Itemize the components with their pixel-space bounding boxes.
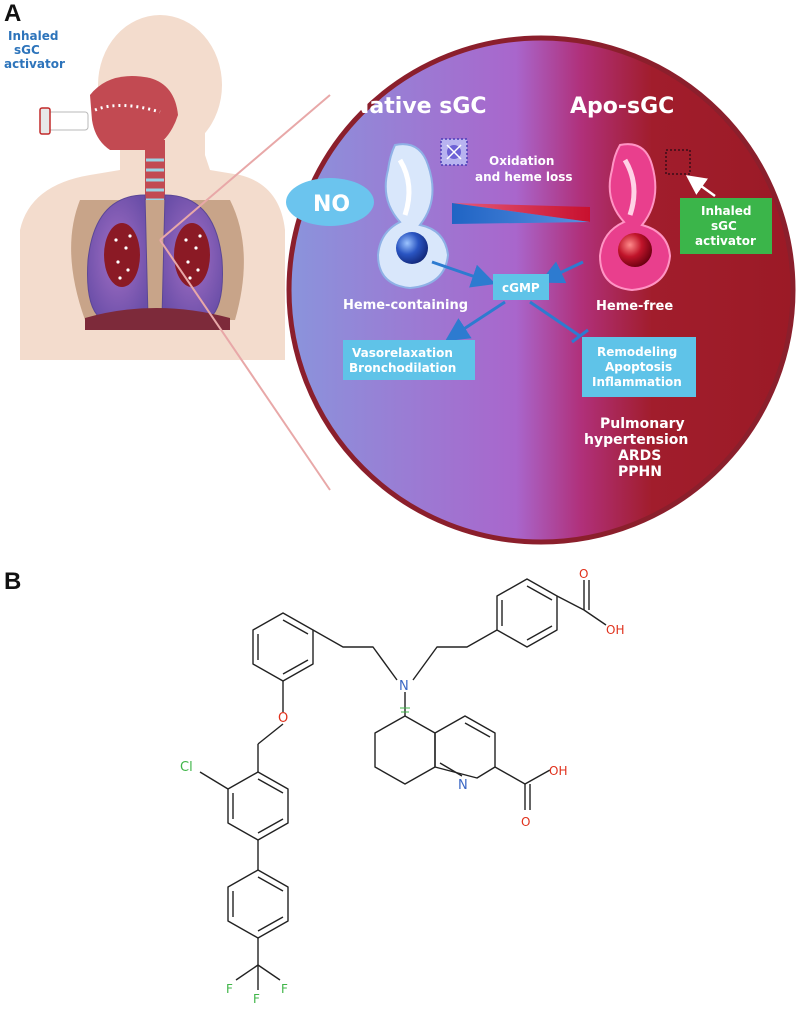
apo-sgc-protein: [598, 143, 716, 292]
oxidation-line1: Oxidation: [489, 154, 554, 168]
body-illustration: [20, 15, 331, 491]
atom-o-top: O: [579, 567, 588, 581]
oxidation-line2: and heme loss: [475, 170, 573, 184]
atom-cl: Cl: [180, 760, 193, 775]
apo-sgc-title: Apo-sGC: [570, 94, 674, 119]
atom-f-left: F: [226, 982, 233, 996]
activator-box-line1: Inhaled: [701, 204, 752, 218]
inhaler-label-line2: sGC: [14, 43, 40, 57]
native-sgc-title: Native sGC: [351, 94, 487, 119]
bronchodilation-label: Bronchodilation: [349, 361, 456, 375]
atom-oh-top: OH: [606, 623, 624, 637]
no-label: NO: [313, 192, 350, 217]
apoptosis-label: Apoptosis: [605, 360, 672, 374]
inflammation-label: Inflammation: [592, 375, 682, 389]
disease-line1: Pulmonary: [600, 416, 685, 432]
oxidation-icon: [440, 138, 468, 166]
native-sgc-protein: [376, 143, 450, 290]
chemical-structure-bonds: [199, 578, 607, 990]
cgmp-label: cGMP: [502, 281, 540, 295]
transition-wedge: [452, 203, 590, 224]
heme-containing-label: Heme-containing: [343, 298, 468, 313]
panel-b-letter: B: [4, 568, 22, 595]
activator-box: [680, 198, 772, 254]
cgmp-arrows: [431, 260, 589, 344]
atom-f-top: F: [253, 992, 260, 1006]
disease-line4: PPHN: [618, 464, 662, 480]
inhaler-label-line1: Inhaled: [8, 29, 59, 43]
vasorelaxation-box: [343, 340, 475, 380]
remodeling-label: Remodeling: [597, 345, 677, 359]
atom-n-pyridine: N: [458, 778, 468, 793]
vasorelaxation-label: Vasorelaxation: [352, 346, 453, 360]
atom-oh-bottom: OH: [549, 764, 567, 778]
atom-n-amine: N: [399, 679, 409, 694]
no-molecule: [286, 178, 374, 226]
disease-line3: ARDS: [618, 448, 661, 464]
heme-free-label: Heme-free: [596, 299, 673, 314]
disease-line2: hypertension: [584, 432, 688, 448]
panel-a-letter: A: [4, 0, 22, 27]
activator-box-line2: sGC: [711, 219, 737, 233]
remodeling-box: [582, 337, 696, 397]
activator-box-line3: activator: [695, 234, 756, 248]
atom-f-right: F: [281, 982, 288, 996]
atom-o-bottom: O: [521, 815, 530, 829]
stereo-hash: [400, 707, 410, 713]
atom-o-ether: O: [278, 711, 288, 726]
inhaler-label-line3: activator: [4, 57, 65, 71]
